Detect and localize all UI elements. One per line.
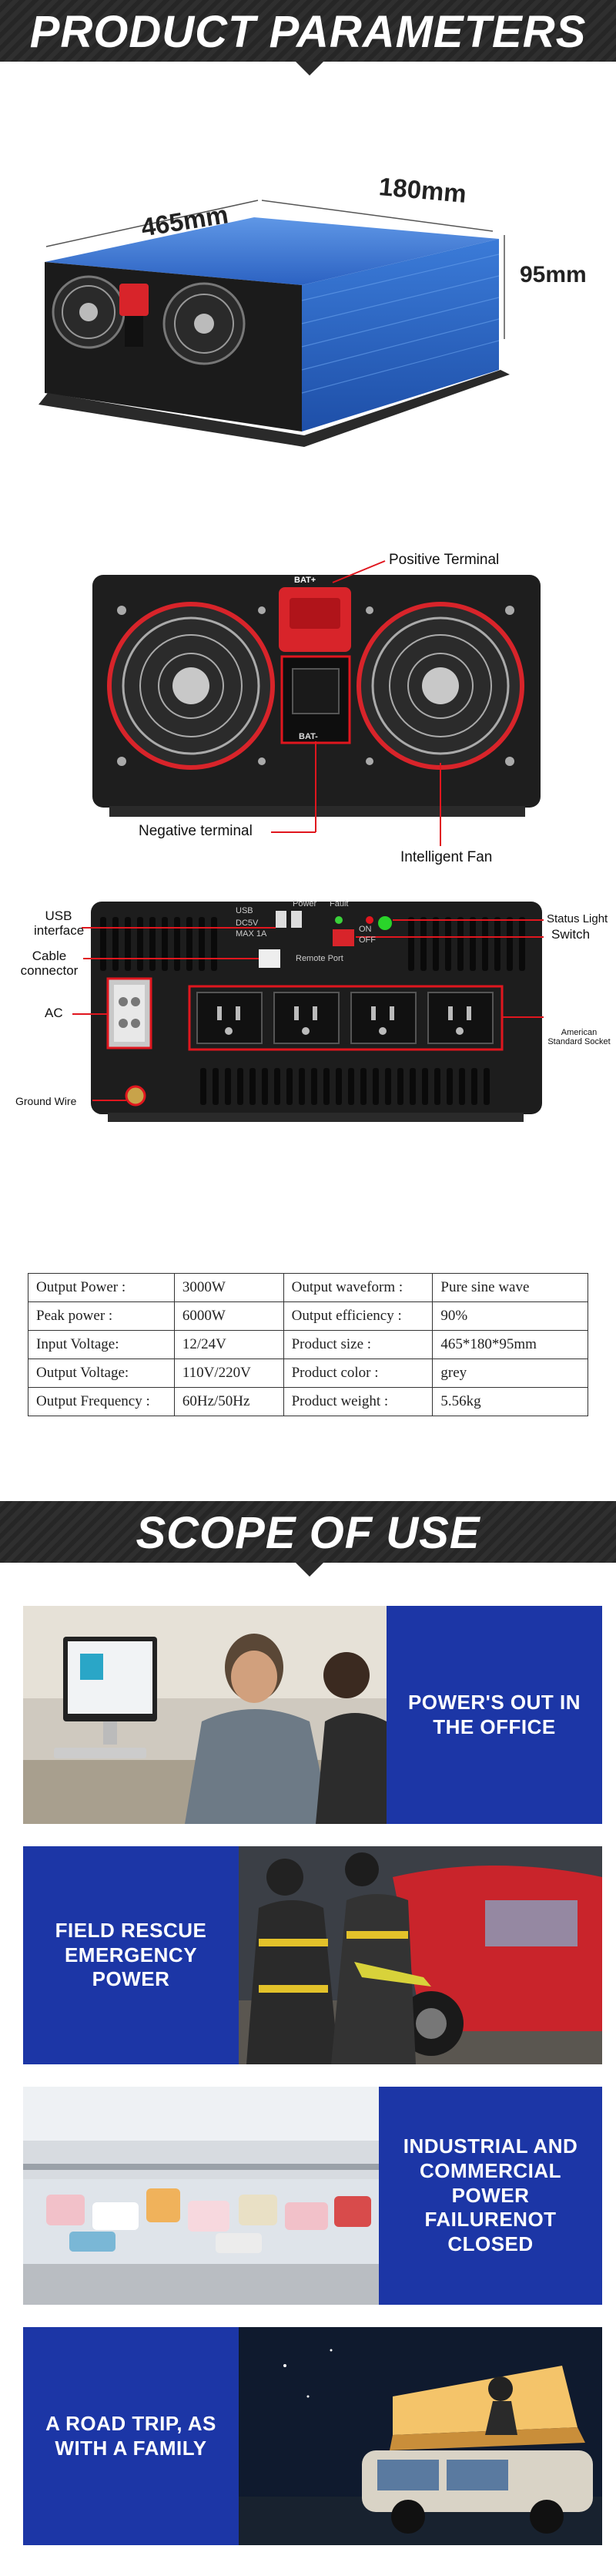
- intelligent-fan-label: Intelligent Fan: [400, 849, 493, 865]
- scope-card-office: POWER'S OUT IN THE OFFICE: [23, 1606, 602, 1824]
- spec-value: 110V/220V: [173, 1359, 284, 1388]
- parameters-banner: PRODUCT PARAMETERS: [0, 0, 616, 76]
- fault-indicator-label: Fault: [330, 899, 349, 908]
- spec-label: Output Voltage:: [28, 1359, 175, 1388]
- spec-label: Product color :: [283, 1359, 434, 1388]
- power-indicator-label: Power: [293, 899, 317, 908]
- ac-label: AC: [45, 1006, 63, 1020]
- negative-terminal-label: Negative terminal: [139, 823, 253, 839]
- office-photo: [23, 1606, 387, 1824]
- scope-card-rescue-text: FIELD RESCUE EMERGENCY POWER: [55, 1918, 207, 1991]
- status-light-label: Status Light: [547, 912, 608, 925]
- positive-terminal-mark: BAT+: [294, 576, 316, 585]
- spec-label: Output waveform :: [283, 1273, 434, 1302]
- spec-value: grey: [432, 1359, 588, 1388]
- scope-banner: SCOPE OF USE: [0, 1501, 616, 1577]
- spec-value: 465*180*95mm: [432, 1330, 588, 1359]
- rear-panel-illustration: [72, 902, 544, 1122]
- spec-label: Output efficiency :: [283, 1301, 434, 1331]
- spec-label: Product weight :: [283, 1387, 434, 1416]
- parameters-title: PRODUCT PARAMETERS: [29, 7, 587, 57]
- usb-mark: USB: [236, 906, 253, 915]
- spec-value: 3000W: [173, 1273, 284, 1302]
- front-panel-illustration: [92, 560, 541, 846]
- scope-title: SCOPE OF USE: [136, 1508, 480, 1558]
- switch-label: Switch: [551, 927, 591, 942]
- spec-label: Product size :: [283, 1330, 434, 1359]
- spec-value: 5.56kg: [432, 1387, 588, 1416]
- max-current-mark: MAX 1A: [236, 929, 267, 939]
- usb-interface-label: USB interface: [34, 908, 85, 938]
- roadtrip-photo: [239, 2327, 602, 2545]
- spec-value: Pure sine wave: [432, 1273, 588, 1302]
- scope-card-industrial: INDUSTRIAL AND COMMERCIAL POWER FAILUREN…: [23, 2087, 602, 2305]
- spec-value: 90%: [432, 1301, 588, 1331]
- cable-connector-label: Cable connector: [20, 949, 79, 978]
- height-dimension: 95mm: [520, 262, 587, 287]
- spec-label: Input Voltage:: [28, 1330, 175, 1359]
- positive-terminal-label: Positive Terminal: [389, 552, 500, 568]
- american-socket-label: American Standard Socket: [547, 1028, 611, 1047]
- dc5v-mark: DC5V: [236, 919, 259, 928]
- rescue-photo: [239, 1846, 602, 2064]
- switch-off-mark: OFF: [359, 935, 376, 945]
- spec-value: 12/24V: [173, 1330, 284, 1359]
- spec-label: Output Frequency :: [28, 1387, 175, 1416]
- industrial-photo: [23, 2087, 379, 2305]
- switch-on-mark: ON: [359, 925, 372, 934]
- spec-value: 60Hz/50Hz: [173, 1387, 284, 1416]
- inverter-dimension-illustration: [38, 200, 510, 447]
- spec-label: Output Power :: [28, 1273, 175, 1302]
- scope-card-office-text: POWER'S OUT IN THE OFFICE: [407, 1690, 581, 1738]
- scope-card-rescue: FIELD RESCUE EMERGENCY POWER: [23, 1846, 602, 2064]
- spec-value: 6000W: [173, 1301, 284, 1331]
- scope-card-roadtrip-text: A ROAD TRIP, AS WITH A FAMILY: [45, 2411, 216, 2460]
- spec-label: Peak power :: [28, 1301, 175, 1331]
- scope-card-industrial-text: INDUSTRIAL AND COMMERCIAL POWER FAILUREN…: [403, 2134, 578, 2256]
- negative-terminal-mark: BAT-: [299, 732, 318, 741]
- remote-port-mark: Remote Port: [296, 954, 343, 963]
- ground-wire-label: Ground Wire: [15, 1095, 77, 1107]
- scope-card-roadtrip: A ROAD TRIP, AS WITH A FAMILY: [23, 2327, 602, 2545]
